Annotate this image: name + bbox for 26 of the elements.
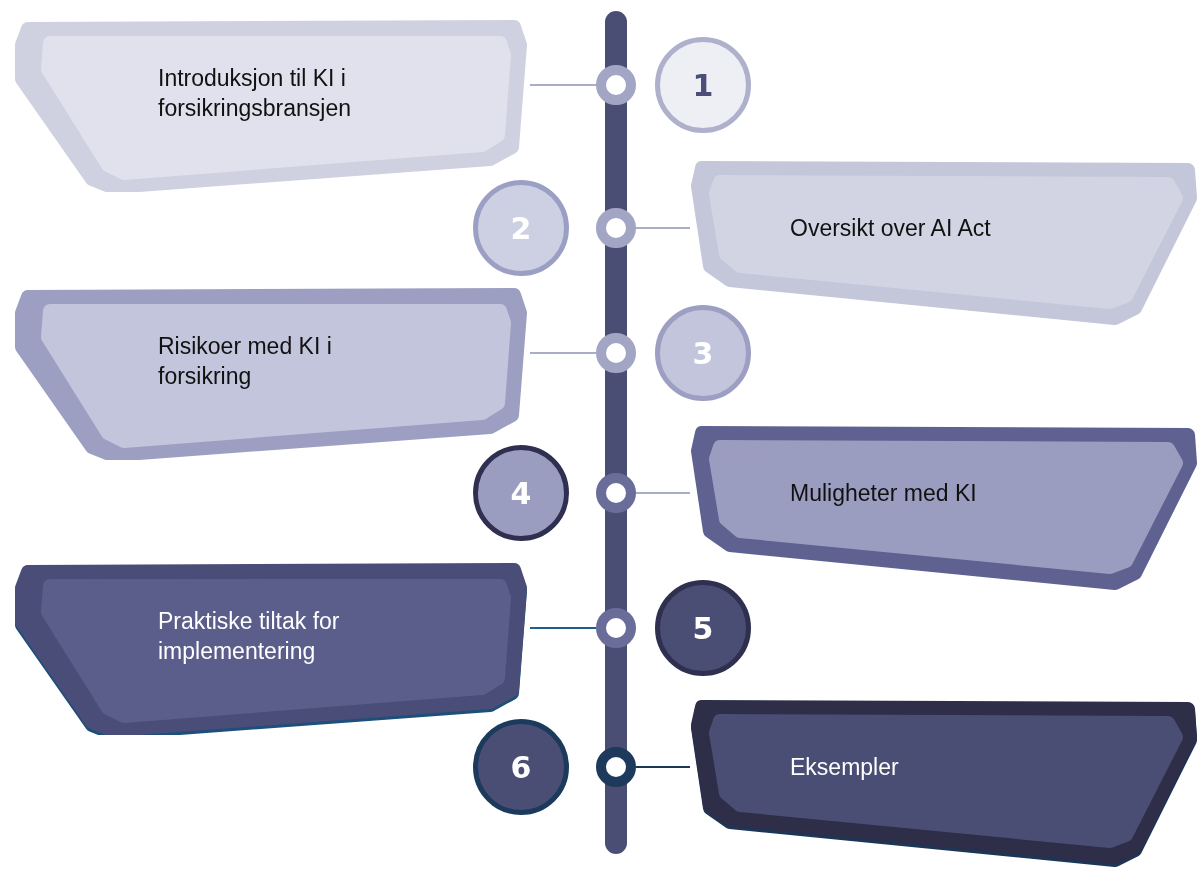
leader-line [635,766,691,768]
leader-line [529,627,597,629]
timeline-dot [596,333,636,373]
banner-text: Muligheter med KI [790,479,978,508]
banner-text: Risikoer med KI i forsikring [158,332,333,391]
timeline-dot [596,747,636,787]
banner [12,285,530,460]
timeline-dot [596,65,636,105]
leader-line [635,227,691,229]
step-number: 4 [473,445,569,541]
banner-text: Oversikt over AI Act [790,214,992,243]
step-number: 1 [655,37,751,133]
step-number: 6 [473,719,569,815]
banner-text: Eksempler [790,753,900,782]
step-number: 3 [655,305,751,401]
banner-text: Introduksjon til KI i forsikringsbransjen [158,64,353,123]
banner-text: Praktiske tiltak for implementering [158,607,341,666]
banner [12,560,530,735]
timeline-dot [596,608,636,648]
banner [12,17,530,192]
timeline-dot [596,208,636,248]
step-number: 5 [655,580,751,676]
leader-line [529,352,597,354]
timeline-dot [596,473,636,513]
leader-line [635,492,691,494]
leader-line [529,84,597,86]
